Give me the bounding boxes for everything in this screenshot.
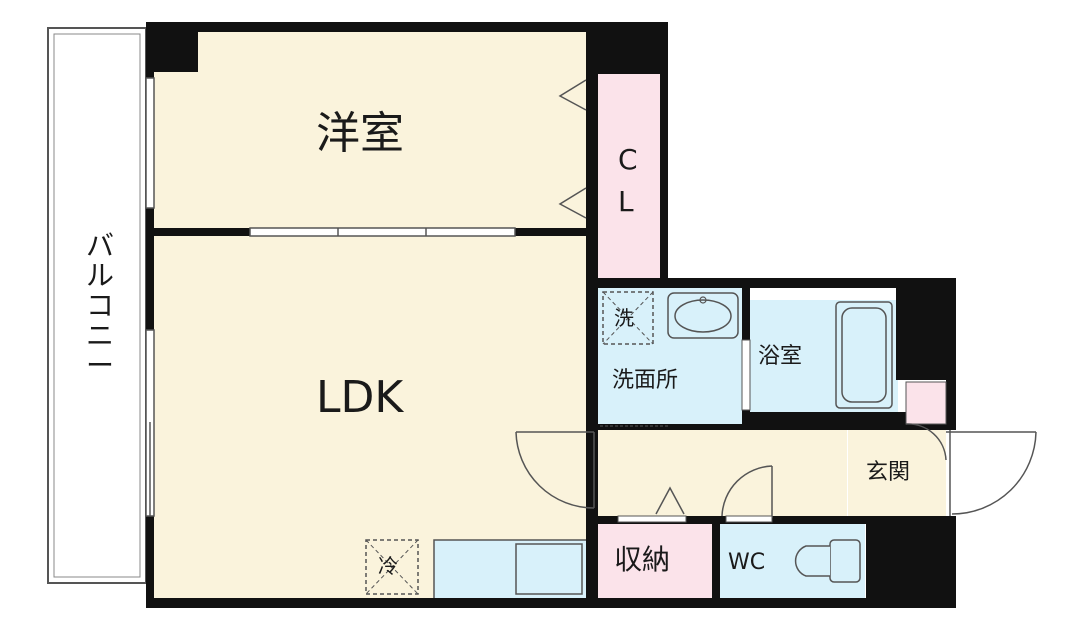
entrance xyxy=(848,430,946,516)
balcony-windows xyxy=(145,77,155,517)
closet-doors xyxy=(558,79,587,219)
storage xyxy=(597,522,713,604)
bathtub xyxy=(835,301,893,409)
shoe-box xyxy=(905,381,947,425)
balcony xyxy=(47,27,147,584)
entrance-door xyxy=(946,430,1037,516)
hallway xyxy=(597,430,847,516)
sliding-door xyxy=(249,227,516,237)
closet xyxy=(597,74,661,278)
western-room xyxy=(150,28,590,233)
ldk-door xyxy=(515,431,595,509)
fridge-space xyxy=(365,539,419,595)
storage-door xyxy=(655,486,685,515)
wc-door xyxy=(721,465,773,518)
washer-pan xyxy=(602,291,654,345)
sink xyxy=(515,543,583,595)
toilet xyxy=(794,539,861,583)
